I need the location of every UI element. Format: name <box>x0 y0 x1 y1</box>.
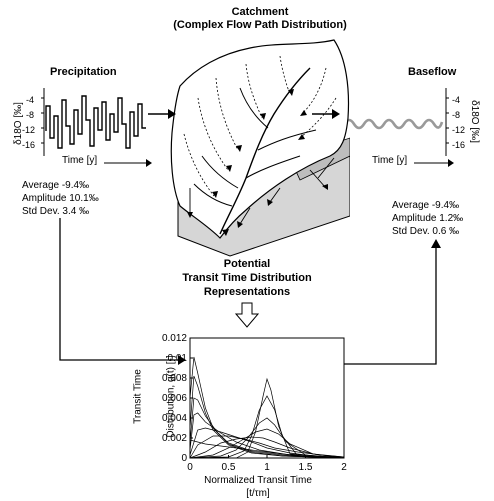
precipitation-xlabel: Time [y] <box>62 155 98 166</box>
baseflow-ylabel: δ18O [‰] <box>468 100 480 143</box>
potential-title-line3: Representations <box>203 286 291 298</box>
potential-title-line1: Potential <box>223 258 271 270</box>
ttd-curve <box>189 439 345 458</box>
baseflow-stat-amplitude: Amplitude 1.2‰ <box>392 213 464 224</box>
ttd-curve <box>189 375 345 459</box>
catchment-subtitle: (Complex Flow Path Distribution) <box>173 19 347 31</box>
precipitation-ylabel: δ18O [‰] <box>12 102 24 145</box>
ttd-curve <box>189 356 345 459</box>
precipitation-stat-average: Average -9.4‰ <box>22 180 90 191</box>
chart-xlabel: Normalized Transit Time <box>204 475 312 486</box>
baseflow-stat-average: Average -9.4‰ <box>392 200 460 211</box>
x-tick-label: 1 <box>264 462 270 473</box>
precip-ytick: -4 <box>26 95 35 105</box>
arrow-catchment-to-baseflow <box>312 109 340 119</box>
ttd-curve <box>189 395 345 459</box>
catchment-title: Catchment <box>231 6 289 18</box>
baseflow-ytick: -12 <box>452 125 466 135</box>
x-tick-label: 1.5 <box>299 462 313 473</box>
connector-left <box>59 218 186 365</box>
baseflow-xlabel: Time [y] <box>372 155 408 166</box>
baseflow-timeseries <box>342 88 449 156</box>
precipitation-timeseries <box>41 88 146 156</box>
chart-frame <box>189 337 345 459</box>
baseflow-time-arrow <box>414 159 454 167</box>
x-tick-label: 0.5 <box>222 462 236 473</box>
ttd-curve <box>189 436 345 459</box>
precip-ytick: -16 <box>22 140 36 150</box>
baseflow-ytick: -4 <box>452 95 461 105</box>
ttd-chart: 0 0.5 1 1.5 2 0 0.002 0.004 0.006 0.008 0.01 0.012 <box>162 333 347 473</box>
ttd-curve <box>189 427 345 459</box>
precip-ytick: -12 <box>22 125 36 135</box>
x-tick-label: 2 <box>341 462 347 473</box>
ttd-curve <box>189 435 345 459</box>
precip-time-arrow <box>104 159 152 167</box>
precip-ytick: -8 <box>26 110 35 120</box>
y-tick-label: 0 <box>181 453 187 464</box>
connector-right <box>344 239 441 365</box>
precipitation-title: Precipitation <box>50 66 117 78</box>
y-tick-label: 0.008 <box>162 373 187 384</box>
y-tick-label: 0.004 <box>162 413 187 424</box>
y-tick-label: 0.012 <box>162 333 187 344</box>
precipitation-stat-amplitude: Amplitude 10.1‰ <box>22 193 99 204</box>
precipitation-stat-stddev: Std Dev. 3.4 ‰ <box>22 206 90 217</box>
y-tick-label: 0.01 <box>168 353 188 364</box>
arrow-precip-to-catchment <box>148 109 176 119</box>
baseflow-ytick: -16 <box>452 140 466 150</box>
baseflow-stat-stddev: Std Dev. 0.6 ‰ <box>392 226 460 237</box>
ttd-curve <box>189 428 345 459</box>
chart-ylabel-line1: Transit Time <box>132 369 144 424</box>
potential-title-line2: Transit Time Distribution <box>182 272 312 284</box>
ttd-curve <box>189 417 345 459</box>
baseflow-ytick: -8 <box>452 110 461 120</box>
y-tick-label: 0.002 <box>162 433 187 444</box>
x-tick-label: 0 <box>187 462 193 473</box>
hollow-down-arrow <box>235 302 259 328</box>
baseflow-title: Baseflow <box>408 66 457 78</box>
catchment-illustration <box>170 39 350 257</box>
ttd-curve <box>189 412 345 459</box>
ttd-curve <box>190 377 345 459</box>
chart-xlabel-unit: [t/τm] <box>246 488 270 499</box>
y-tick-label: 0.006 <box>162 393 187 404</box>
